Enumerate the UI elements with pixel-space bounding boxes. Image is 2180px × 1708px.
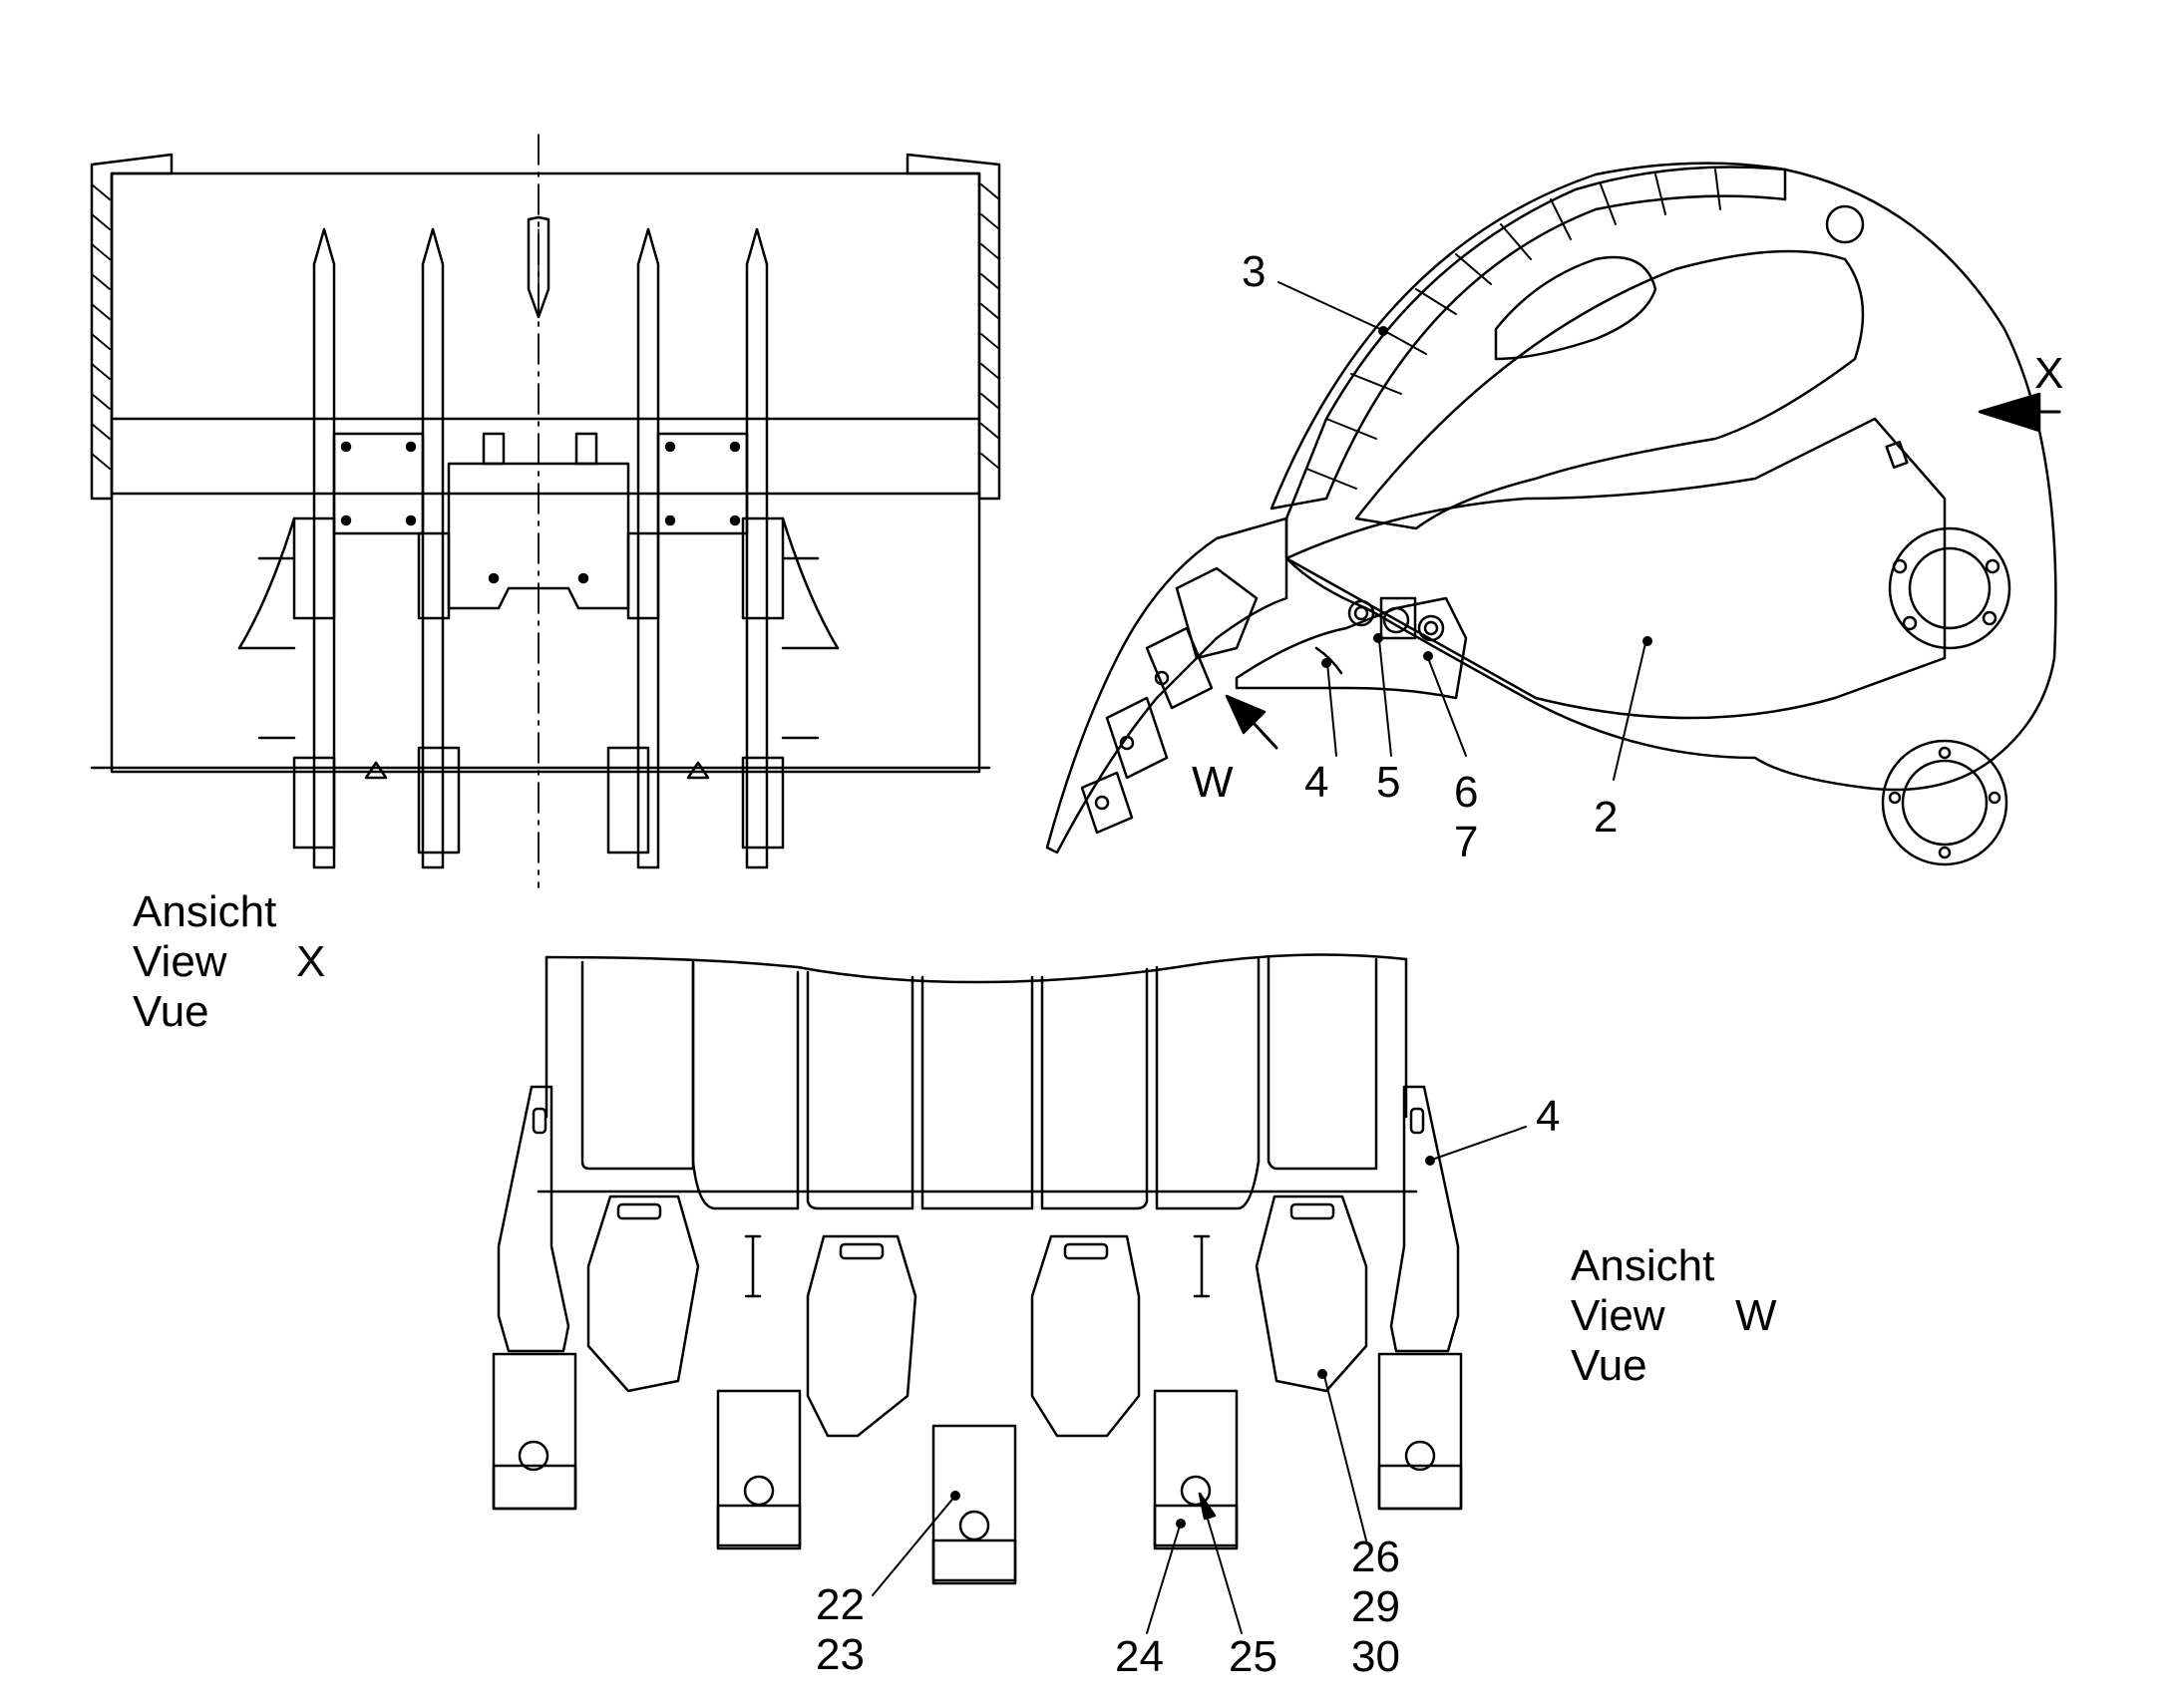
callout-23: 23 bbox=[816, 1630, 865, 1679]
view-w-vue: Vue bbox=[1571, 1341, 1647, 1390]
callout-22: 22 bbox=[816, 1580, 865, 1629]
callout-4-side: 4 bbox=[1304, 758, 1329, 807]
view-w-drawing bbox=[492, 953, 1527, 1634]
view-w-label: Ansicht View Vue bbox=[1571, 1241, 1714, 1391]
callout-22-23: 22 23 bbox=[816, 1580, 865, 1680]
view-x-view: View bbox=[133, 937, 227, 986]
view-w-letter: W bbox=[1735, 1291, 1777, 1340]
view-x-label: Ansicht View Vue bbox=[133, 887, 276, 1037]
callout-2: 2 bbox=[1594, 793, 1619, 842]
callout-5: 5 bbox=[1376, 758, 1401, 807]
callout-26: 26 bbox=[1351, 1533, 1400, 1581]
view-x-letter: X bbox=[296, 937, 326, 986]
callout-7: 7 bbox=[1454, 818, 1479, 866]
side-view-drawing bbox=[1045, 162, 2061, 866]
view-x-drawing bbox=[90, 134, 1001, 888]
callout-24: 24 bbox=[1115, 1632, 1164, 1681]
callout-3: 3 bbox=[1242, 247, 1267, 296]
callout-26-29-30: 26 29 30 bbox=[1351, 1533, 1400, 1682]
callout-6: 6 bbox=[1454, 768, 1479, 817]
view-x-ansicht: Ansicht bbox=[133, 887, 277, 936]
teeth-row bbox=[492, 1352, 1463, 1585]
callout-29: 29 bbox=[1351, 1582, 1400, 1631]
callout-30: 30 bbox=[1351, 1632, 1400, 1681]
arrow-w-letter: W bbox=[1192, 758, 1234, 807]
view-x-vue: Vue bbox=[133, 987, 209, 1036]
view-w-view: View bbox=[1571, 1291, 1665, 1340]
view-w-ansicht: Ansicht bbox=[1571, 1241, 1715, 1290]
callout-4-view-w: 4 bbox=[1536, 1092, 1561, 1141]
callout-25: 25 bbox=[1229, 1632, 1277, 1681]
arrow-x-letter: X bbox=[2034, 349, 2064, 398]
callout-6-7: 6 7 bbox=[1454, 768, 1478, 867]
